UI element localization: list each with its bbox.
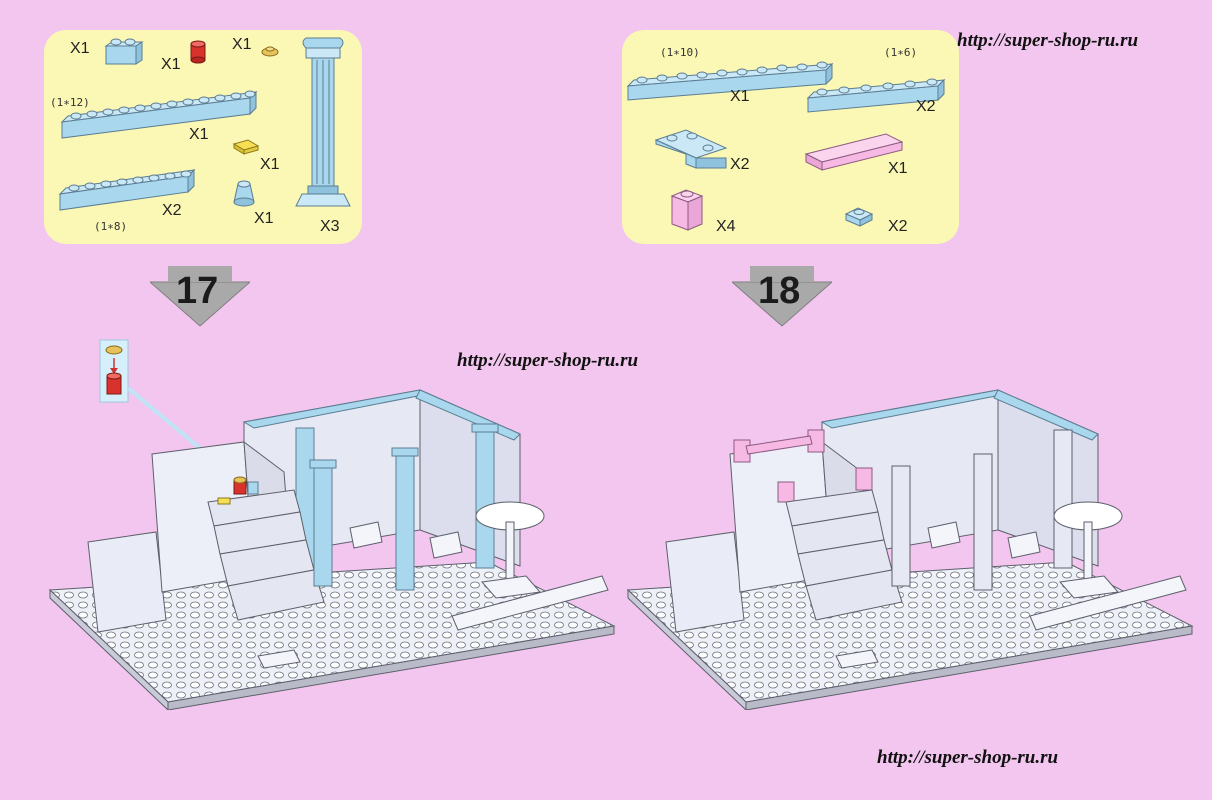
qty-label: X1 [161,56,181,73]
size-label: (1∗8) [94,220,128,233]
pink-brick-1x1 [670,189,704,231]
step17-badge: 17 [148,266,252,328]
size-label: (1∗10) [660,46,700,59]
qty-label: X1 [260,156,280,173]
blue-cone [233,180,255,207]
step17-parts-illustration [58,37,351,211]
qty-label: X1 [888,160,908,177]
watermark-bottom-right[interactable]: http://super-shop-ru.ru [877,747,1059,768]
step18-badge: 18 [730,266,834,328]
step18-number: 18 [758,270,801,312]
size-label: (1∗12) [50,96,90,109]
qty-label: X1 [730,88,750,105]
gold-round-plate [261,46,279,57]
qty-label: X2 [916,98,936,115]
qty-label: X3 [320,218,340,235]
size-label: (1∗6) [884,46,918,59]
down-arrow-icon [730,266,834,327]
qty-label: X1 [189,126,209,143]
blue-brick-1x8 [58,168,196,211]
blue-brick-1x6 [806,78,946,113]
qty-label: X1 [254,210,274,227]
step17-parts-panel: X1 X1 X1 (1∗12) X1 X1 X2 (1∗8) X1 X3 [44,30,362,244]
qty-label: X1 [70,40,90,57]
blue-column [295,37,351,207]
qty-label: X2 [162,202,182,219]
pink-tile [804,133,904,171]
watermark-top-right[interactable]: http://super-shop-ru.ru [957,30,1139,51]
red-round-brick [190,40,206,64]
blue-brick-1x10 [626,61,834,101]
yellow-tile [232,139,260,155]
step17-number: 17 [176,270,219,312]
qty-label: X2 [730,156,750,173]
step18-model [626,389,1194,710]
blue-corner-plate [654,129,728,169]
blue-brick-1x12 [60,90,258,139]
down-arrow-icon [148,266,252,327]
qty-label: X4 [716,218,736,235]
watermark-middle[interactable]: http://super-shop-ru.ru [457,350,639,371]
small-blue-brick [104,38,144,65]
qty-label: X2 [888,218,908,235]
step17-model [48,389,616,710]
step18-parts-panel: (1∗10) X1 (1∗6) X2 X2 X1 X4 X2 [622,30,959,244]
blue-plate-1x1 [844,207,874,227]
qty-label: X1 [232,36,252,53]
step18-parts-illustration [626,61,946,231]
